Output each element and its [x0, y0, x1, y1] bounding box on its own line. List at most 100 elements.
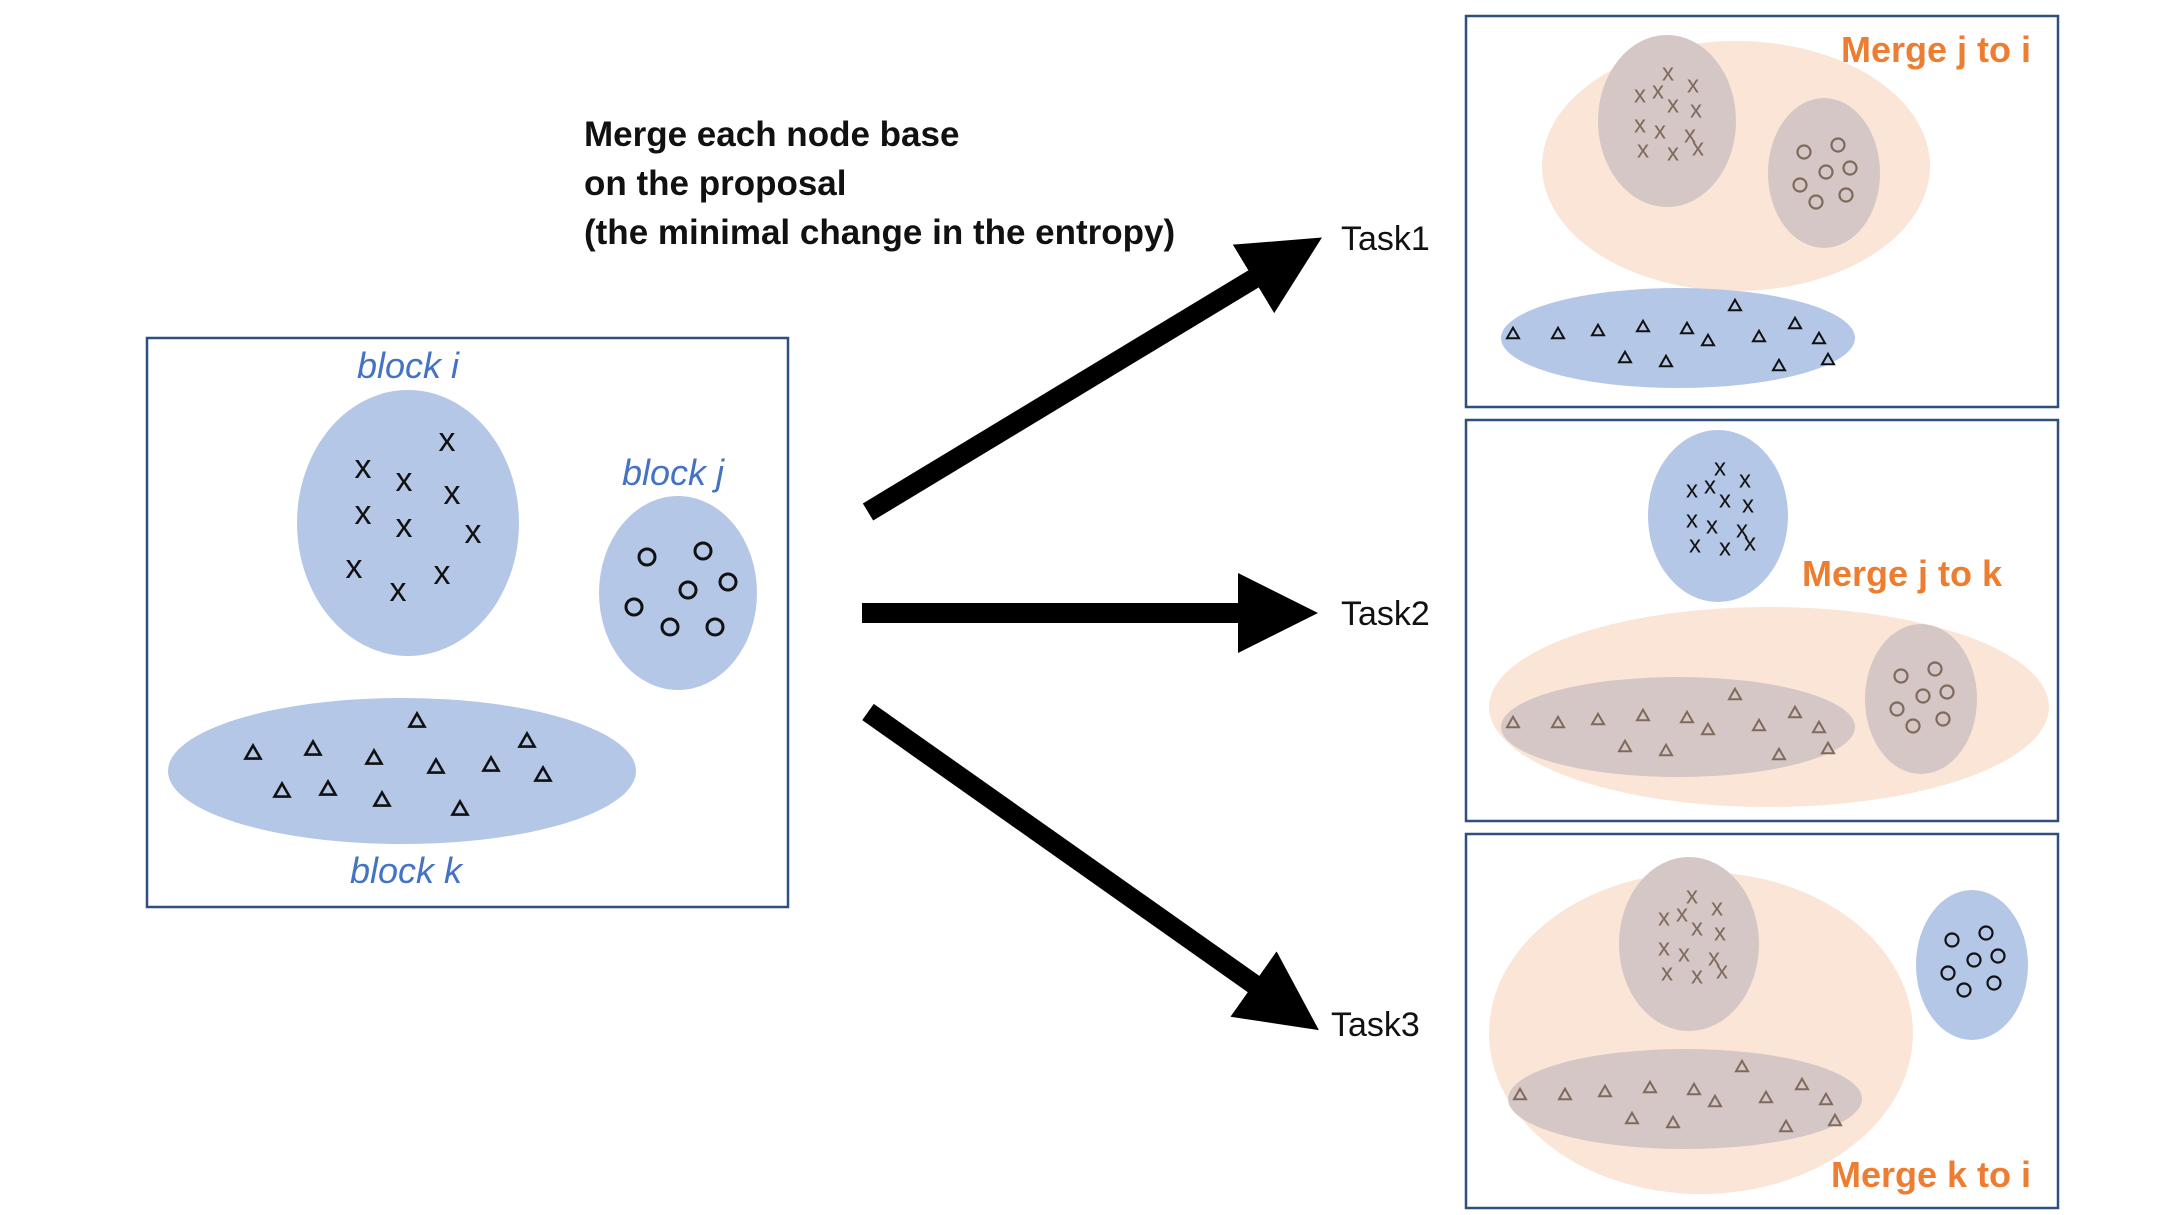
- o-symbol: [1990, 948, 2006, 964]
- task1-label: Task1: [1341, 220, 1430, 258]
- triangle-symbol: [1758, 1089, 1774, 1104]
- task1-block-k-symbols: [1505, 297, 1836, 372]
- x-symbol: x: [1692, 135, 1704, 162]
- x-symbol: x: [1714, 920, 1726, 947]
- x-symbol: x: [1686, 507, 1698, 534]
- triangle-symbol: [1771, 746, 1787, 761]
- triangle-symbol: [1642, 1079, 1658, 1094]
- triangle-symbol: [1679, 709, 1695, 724]
- x-symbol: x: [1652, 78, 1664, 105]
- x-symbol: x: [390, 571, 407, 609]
- triangle-symbol: [1787, 704, 1803, 719]
- o-symbol: [1905, 718, 1921, 734]
- block-j-label: block j: [622, 452, 725, 493]
- o-symbol: [693, 541, 713, 561]
- heading: Merge each node base on the proposal (th…: [584, 115, 1175, 252]
- x-symbol: x: [1742, 492, 1754, 519]
- triangle-symbol: [303, 738, 323, 756]
- heading-line-2: on the proposal: [584, 164, 847, 203]
- o-symbol: [705, 617, 725, 637]
- triangle-symbol: [1700, 332, 1716, 347]
- triangle-symbol: [1751, 717, 1767, 732]
- task1-block-j-ellipse: [1768, 98, 1880, 248]
- triangle-symbol: [426, 756, 446, 774]
- triangle-symbol: [1679, 320, 1695, 335]
- o-symbol: [1893, 668, 1909, 684]
- o-symbol: [1915, 688, 1931, 704]
- triangle-symbol: [318, 778, 338, 796]
- triangle-symbol: [1512, 1086, 1528, 1101]
- triangle-symbol: [1665, 1114, 1681, 1129]
- source-frame: [145, 336, 790, 909]
- task1-merge-label: Merge j to i: [1841, 29, 2031, 70]
- triangle-symbol: [1550, 714, 1566, 729]
- task2-block-k-symbols: [1505, 686, 1836, 761]
- o-symbol: [1818, 164, 1834, 180]
- triangle-symbol: [1658, 742, 1674, 757]
- o-symbol: [1927, 661, 1943, 677]
- x-symbol: x: [1661, 960, 1673, 987]
- x-symbol: x: [1686, 883, 1698, 910]
- x-symbol: x: [1719, 535, 1731, 562]
- task2-block-j-symbols: [1889, 661, 1955, 734]
- arrow-to-task3: [862, 703, 1319, 1031]
- triangle-symbol: [1505, 714, 1521, 729]
- task3-block-k-symbols: [1512, 1058, 1843, 1133]
- triangle-symbol: [1820, 740, 1836, 755]
- task1-block-i-ellipse: [1598, 35, 1736, 207]
- o-symbol: [1830, 137, 1846, 153]
- task3-frame: [1464, 832, 2060, 1210]
- o-symbol: [1944, 932, 1960, 948]
- triangle-symbol: [1751, 328, 1767, 343]
- x-symbol: x: [1714, 455, 1726, 482]
- x-symbol: x: [346, 548, 363, 586]
- task2-label: Task2: [1341, 595, 1430, 633]
- triangle-symbol: [1686, 1081, 1702, 1096]
- triangle-symbol: [1550, 325, 1566, 340]
- o-symbol: [1978, 925, 1994, 941]
- triangle-symbol: [1707, 1093, 1723, 1108]
- triangle-symbol: [1794, 1076, 1810, 1091]
- x-symbol: x: [1667, 140, 1679, 167]
- triangle-symbol: [1590, 711, 1606, 726]
- o-symbol: [678, 580, 698, 600]
- block-j-ellipse: [599, 496, 757, 690]
- task3-block-i-ellipse: [1619, 857, 1759, 1031]
- x-symbol: x: [1716, 958, 1728, 985]
- triangle-symbol: [1590, 322, 1606, 337]
- triangle-symbol: [1811, 330, 1827, 345]
- triangle-symbol: [1727, 686, 1743, 701]
- o-symbol: [718, 572, 738, 592]
- task2-block-i-ellipse: [1648, 430, 1788, 602]
- x-symbol: x: [444, 474, 461, 512]
- block-i-ellipse: [297, 390, 519, 656]
- triangle-symbol: [243, 742, 263, 760]
- triangle-symbol: [364, 747, 384, 765]
- x-symbol: x: [1678, 941, 1690, 968]
- triangle-symbol: [1820, 351, 1836, 366]
- task2-block-j-ellipse: [1865, 624, 1977, 774]
- o-symbol: [1939, 684, 1955, 700]
- triangle-symbol: [372, 789, 392, 807]
- o-symbol: [1792, 177, 1808, 193]
- o-symbol: [1808, 194, 1824, 210]
- x-symbol: x: [1667, 92, 1679, 119]
- task1-frame: [1464, 14, 2060, 409]
- x-symbol: x: [1708, 945, 1720, 972]
- triangle-symbol: [481, 754, 501, 772]
- task3-merge-label: Merge k to i: [1831, 1154, 2031, 1195]
- x-symbol: x: [1739, 467, 1751, 494]
- task3-block-k-ellipse: [1508, 1049, 1862, 1149]
- x-symbol: x: [1686, 477, 1698, 504]
- block-k-ellipse: [168, 698, 636, 844]
- o-symbol: [1889, 701, 1905, 717]
- block-j-symbols: [624, 541, 738, 637]
- x-symbol: x: [1711, 895, 1723, 922]
- task2-frame: [1464, 418, 2060, 823]
- block-k-symbols: [243, 710, 553, 816]
- x-symbol: x: [434, 554, 451, 592]
